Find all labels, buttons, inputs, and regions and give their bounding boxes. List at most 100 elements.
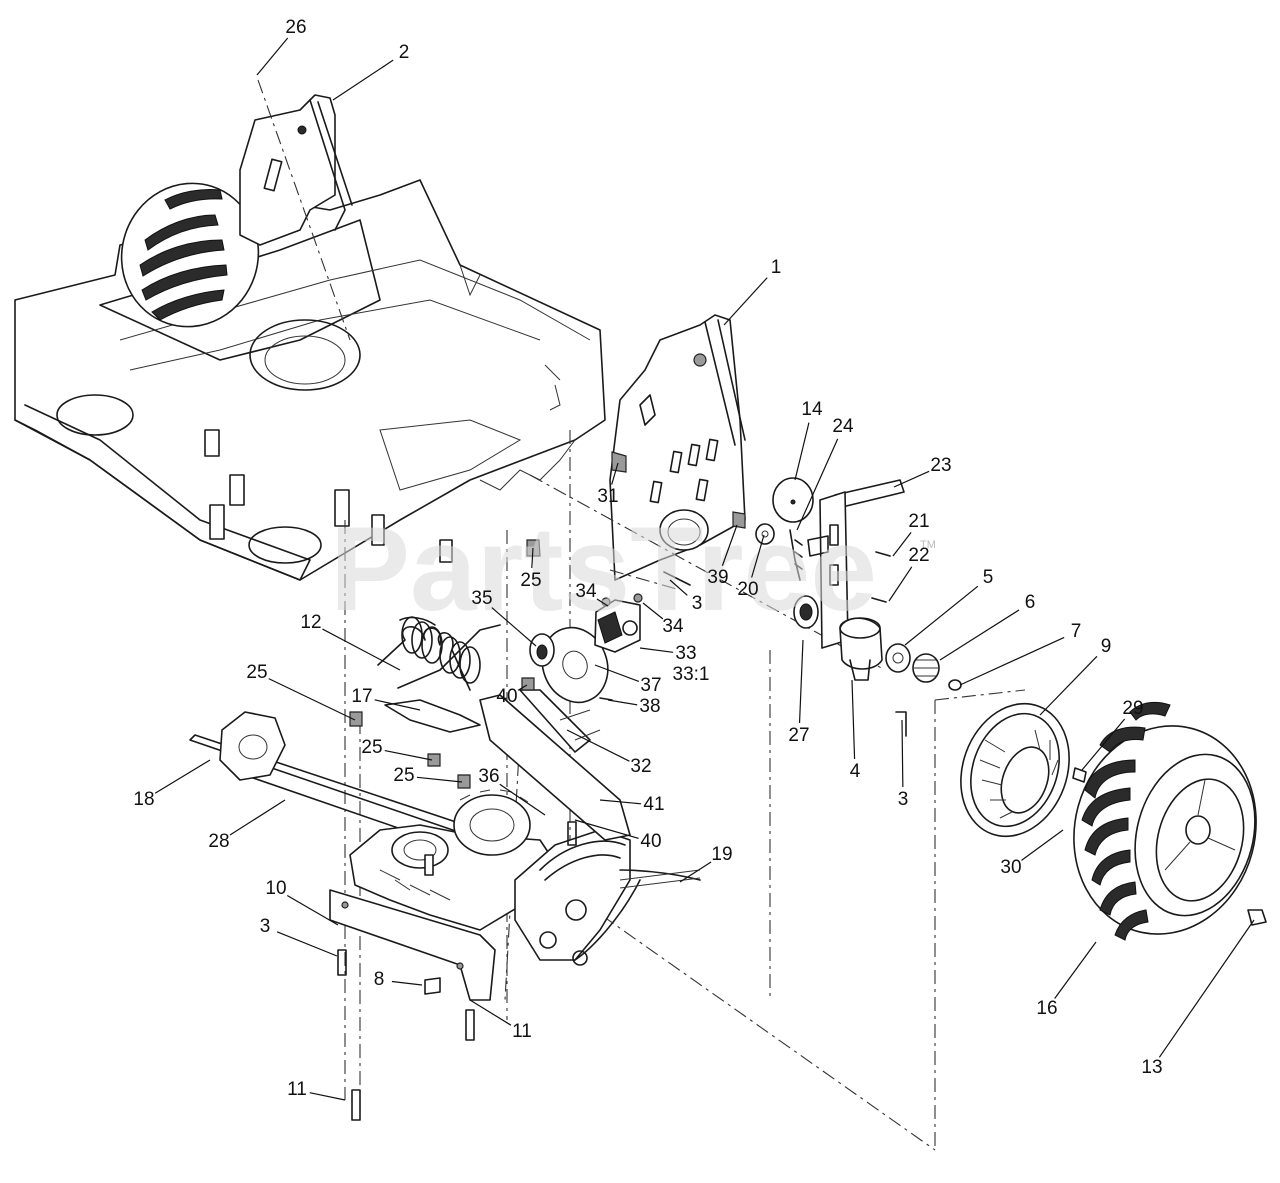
leader-line (892, 531, 912, 557)
leader-line (276, 931, 338, 957)
callout-c3c: 3 (260, 916, 338, 957)
wheel-right (1073, 701, 1257, 941)
leader-line (594, 664, 640, 682)
callout-c17: 17 (351, 686, 421, 711)
callout-c36: 36 (478, 766, 546, 816)
leader-line (669, 579, 688, 596)
callout-c11a: 11 (469, 999, 532, 1042)
callout-c12: 12 (300, 612, 401, 671)
callout-label: 31 (597, 486, 618, 507)
callout-label: 39 (707, 567, 728, 588)
callout-c3a: 3 (669, 579, 703, 614)
callout-c35: 35 (471, 588, 537, 647)
springs (377, 616, 501, 691)
callout-label: 34 (662, 616, 684, 637)
callout-c24: 24 (796, 416, 854, 531)
callout-label: 8 (374, 969, 385, 990)
frame-chassis (14, 179, 606, 581)
callout-label: 30 (1000, 857, 1021, 878)
callout-label: 27 (788, 725, 809, 746)
leader-line (499, 783, 546, 816)
callout-label: 1 (771, 257, 782, 278)
leader-line (596, 598, 609, 607)
leader-line (939, 609, 1020, 661)
callout-label: 14 (801, 399, 823, 420)
leader-line (639, 647, 674, 653)
callout-c40a: 40 (496, 684, 528, 707)
leader-line (566, 729, 630, 762)
callout-label: 26 (285, 17, 306, 38)
leader-line (798, 639, 804, 724)
callout-label: 10 (265, 878, 286, 899)
callout-c18: 18 (133, 759, 211, 810)
callout-c10: 10 (265, 878, 339, 926)
callout-c25c: 25 (361, 737, 433, 761)
callout-c32: 32 (566, 729, 652, 777)
leader-line (642, 602, 664, 620)
leader-line (751, 534, 765, 578)
watermark-tm: TM (920, 539, 936, 551)
callout-label: 7 (1071, 621, 1082, 642)
leader-line (893, 470, 930, 488)
callout-c34a: 34 (575, 581, 609, 607)
callout-label: 19 (711, 844, 732, 865)
leader-line (391, 980, 423, 986)
callout-c39: 39 (707, 524, 738, 588)
callout-label: 21 (908, 511, 929, 532)
callout-c41: 41 (599, 794, 665, 815)
leader-line (599, 799, 642, 805)
callout-c38: 38 (607, 696, 661, 717)
callout-c25d: 25 (393, 765, 463, 786)
callout-c27: 27 (788, 639, 810, 746)
leader-line (384, 749, 433, 761)
leader-line (1158, 919, 1255, 1058)
callout-label: 36 (478, 766, 499, 787)
side-plate-right (609, 314, 746, 581)
leader-line (286, 895, 339, 926)
callout-c6: 6 (939, 592, 1035, 661)
callout-c37: 37 (594, 664, 662, 696)
leader-line (154, 759, 211, 794)
callout-label: 13 (1141, 1057, 1162, 1078)
callout-c13: 13 (1141, 919, 1255, 1078)
callout-c2: 2 (332, 42, 409, 101)
callout-c5: 5 (904, 567, 993, 646)
leader-line (723, 277, 768, 326)
callout-label: 33 (675, 643, 696, 664)
callout-c19: 19 (679, 844, 733, 883)
leader-line (574, 819, 639, 839)
leader-line (268, 678, 356, 721)
callout-label: 12 (300, 612, 321, 633)
leader-line (901, 719, 904, 788)
side-plate-left (239, 94, 353, 246)
callout-c30: 30 (1000, 829, 1064, 878)
leader-line (611, 462, 619, 485)
leader-line (721, 524, 738, 566)
callout-c11b: 11 (287, 1079, 346, 1101)
leader-line (309, 1092, 346, 1101)
callout-label: 38 (639, 696, 660, 717)
callout-c7: 7 (959, 621, 1082, 686)
callout-label: 40 (640, 831, 661, 852)
callout-label: 18 (133, 789, 154, 810)
callout-label: 25 (361, 737, 382, 758)
transaxle (329, 789, 561, 1001)
callout-c14: 14 (794, 399, 823, 481)
callout-c33: 33 (639, 643, 697, 664)
callout-label: 25 (246, 662, 267, 683)
callout-c40b: 40 (574, 819, 662, 852)
callout-label: 29 (1122, 698, 1143, 719)
leader-line (794, 422, 810, 481)
callout-label: 16 (1036, 998, 1057, 1019)
callout-layer: 262114242321223139202533434567935123333:… (133, 17, 1255, 1101)
callout-label: 33:1 (673, 664, 710, 685)
callout-c4: 4 (850, 679, 861, 782)
hub-insert (960, 702, 1070, 838)
leader-line (888, 566, 913, 602)
callout-label: 11 (287, 1079, 307, 1100)
watermark: PartsTree TM (330, 502, 936, 636)
callout-label: 3 (692, 593, 703, 614)
leader-line (851, 679, 856, 760)
callout-label: 17 (351, 686, 372, 707)
